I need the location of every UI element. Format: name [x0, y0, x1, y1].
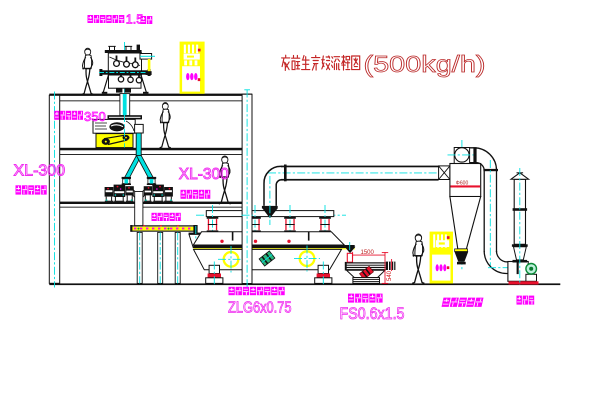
svg-text:540: 540: [387, 270, 393, 281]
svg-text:XL-300: XL-300: [179, 166, 229, 183]
svg-text:(500kg/h): (500kg/h): [364, 51, 486, 77]
svg-text:FS0.6x1.5: FS0.6x1.5: [340, 304, 405, 323]
svg-text:ZLG6x0.75: ZLG6x0.75: [228, 299, 292, 316]
svg-text:Φ600: Φ600: [456, 181, 469, 187]
svg-text:XL-300: XL-300: [14, 163, 66, 180]
svg-text:350: 350: [84, 109, 106, 124]
svg-text:1.5: 1.5: [126, 13, 143, 27]
svg-text:1500: 1500: [361, 250, 375, 256]
